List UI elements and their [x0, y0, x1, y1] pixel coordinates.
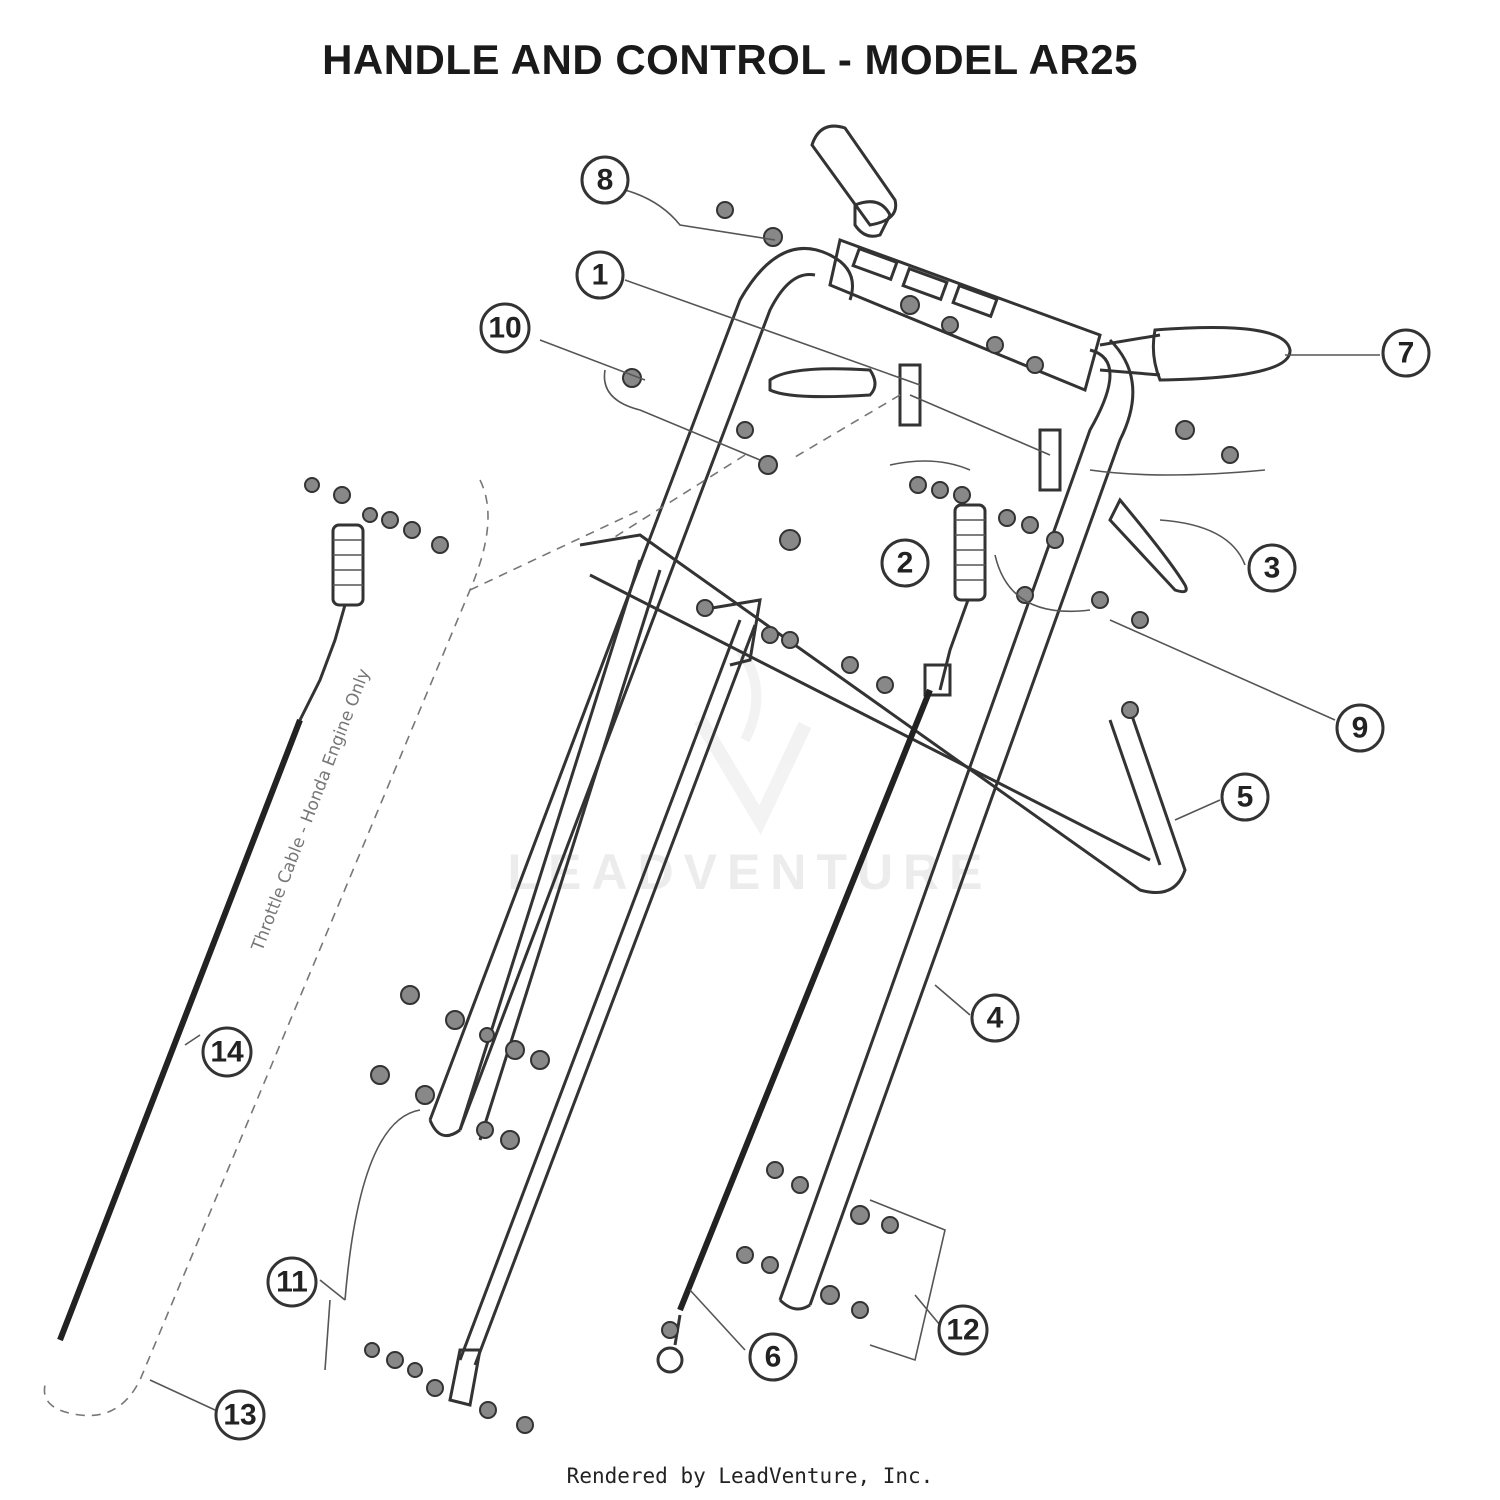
footer-credit: Rendered by LeadVenture, Inc.	[566, 1464, 934, 1488]
leader-lines	[43, 189, 1380, 1417]
callout-8-label: 8	[597, 164, 614, 197]
throttle-cable	[57, 523, 365, 1342]
callout-3-label: 3	[1264, 552, 1281, 585]
watermark-logo	[693, 647, 812, 835]
spring	[923, 503, 987, 697]
main-handle	[428, 246, 1135, 1311]
callout-2: 2	[880, 538, 930, 588]
brace-rod	[448, 598, 762, 1407]
callout-12: 12	[937, 1304, 989, 1356]
diagram-title: HANDLE AND CONTROL - MODEL AR25	[322, 36, 1138, 83]
control-panel	[810, 124, 1292, 393]
callout-2-label: 2	[897, 547, 914, 580]
lower-handle	[458, 533, 1187, 1141]
callout-10: 10	[479, 302, 531, 354]
callout-13: 13	[214, 1389, 266, 1441]
callout-11: 11	[266, 1256, 318, 1308]
callout-8: 8	[580, 155, 630, 205]
callout-7-label: 7	[1398, 337, 1415, 370]
callout-9-label: 9	[1352, 712, 1369, 745]
callout-10-label: 10	[488, 312, 521, 345]
control-lever	[768, 363, 1062, 492]
callout-14-label: 14	[210, 1036, 244, 1069]
callout-1: 1	[575, 250, 625, 300]
callout-7: 7	[1381, 328, 1431, 378]
callout-12-label: 12	[946, 1314, 979, 1347]
callout-6-label: 6	[765, 1341, 782, 1374]
callout-14: 14	[201, 1026, 253, 1078]
callout-9: 9	[1335, 703, 1385, 753]
callout-5: 5	[1220, 772, 1270, 822]
callout-4: 4	[970, 993, 1020, 1043]
clip-bracket	[889, 460, 1188, 594]
callout-4-label: 4	[987, 1002, 1004, 1035]
callout-3: 3	[1247, 543, 1297, 593]
callout-5-label: 5	[1237, 781, 1254, 814]
callout-6: 6	[748, 1332, 798, 1382]
callout-11-label: 11	[276, 1266, 308, 1299]
watermark: LEADVENTURE	[507, 844, 993, 900]
control-cable	[656, 688, 933, 1374]
callout-13-label: 13	[223, 1399, 256, 1432]
callout-1-label: 1	[592, 259, 609, 292]
hardware	[304, 201, 1239, 1434]
